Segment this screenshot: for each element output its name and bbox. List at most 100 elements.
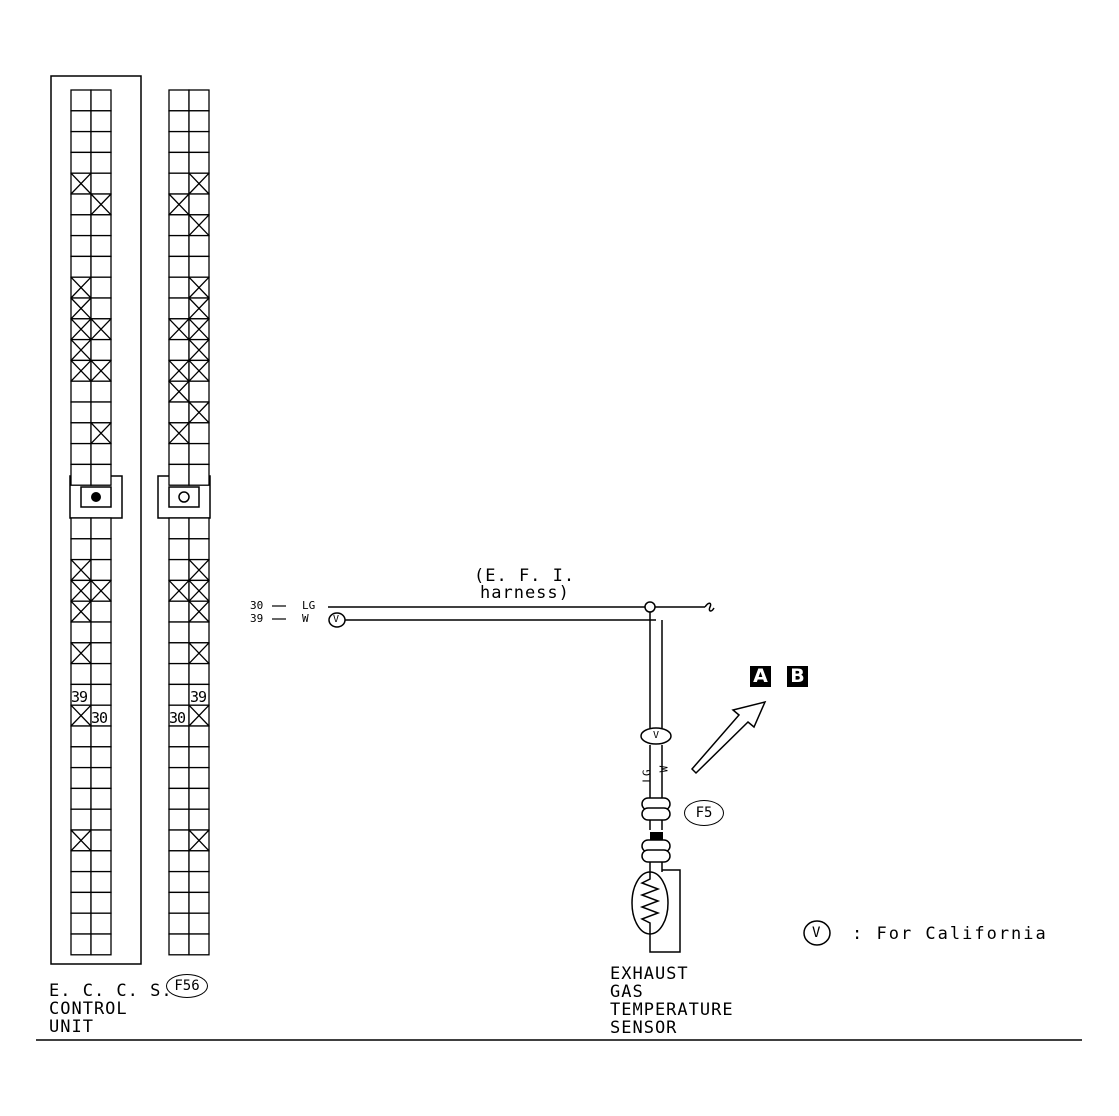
eccs-pin-cell — [70, 255, 92, 278]
eccs-pin-cell — [90, 234, 112, 258]
fs56-pin-cell — [168, 172, 190, 195]
fs56-pin-cell — [168, 683, 190, 706]
sensor-name-line-1: EXHAUST — [610, 964, 689, 984]
fs56-pin-cell — [188, 891, 210, 914]
fs56-pin-cell — [188, 110, 210, 133]
eccs-pin-unused-mark — [70, 704, 92, 727]
eccs-pin-cell — [90, 214, 112, 237]
eccs-pin-cell — [90, 297, 112, 320]
eccs-pin-cell — [90, 746, 112, 769]
sensor-name-label: EXHAUST GAS TEMPERATURE SENSOR — [610, 965, 734, 1037]
fs56-pin-cell — [168, 338, 190, 362]
eccs-pin-cell — [90, 130, 112, 154]
eccs-pin-unused-mark — [70, 579, 92, 602]
eccs-pin-cell — [90, 642, 112, 665]
fs56-pin-cell — [188, 808, 210, 831]
eccs-pin-cell — [70, 234, 92, 258]
fs56-pin-cell — [168, 442, 190, 466]
eccs-label-line-1: E. C. C. S. — [49, 981, 173, 1001]
eccs-pin-unused-mark — [70, 276, 92, 299]
fs56-pin-unused-mark — [188, 339, 210, 361]
eccs-pin-cell — [70, 517, 92, 540]
eccs-pin-cell — [70, 193, 92, 216]
fs56-pin-unused-mark — [188, 600, 210, 623]
fs56-pin-cell — [168, 850, 190, 873]
fs56-pin-39: 39 — [190, 688, 207, 706]
fs56-pin-cell — [188, 662, 210, 686]
eccs-pin-cell — [90, 725, 112, 748]
fs56-pin-unused-mark — [188, 214, 210, 237]
eccs-pin-unused-mark — [90, 193, 112, 216]
eccs-pin-cell — [90, 683, 112, 706]
fs56-pin-cell — [168, 517, 190, 540]
sensor-wire-color-w: W — [657, 765, 671, 773]
fs56-pin-cell — [168, 463, 190, 486]
reference-badge-a: A — [750, 666, 771, 687]
eccs-pin-cell — [70, 380, 92, 403]
fs56-pin-cell — [168, 829, 190, 852]
fs56-pin-cell — [188, 933, 210, 956]
california-mark-wire-39-text: V — [333, 614, 340, 625]
eccs-control-unit-label: E. C. C. S. CONTROL UNIT — [49, 982, 173, 1036]
fs56-pin-cell — [168, 912, 190, 935]
fs56-pin-cell — [168, 662, 190, 686]
eccs-housing — [50, 75, 142, 965]
fs56-pin-unused-mark — [188, 276, 210, 299]
fs56-pin-cell — [168, 214, 190, 237]
eccs-pin-unused-mark — [70, 318, 92, 341]
california-mark-wire-39 — [328, 612, 346, 628]
fs56-pin-cell — [168, 891, 190, 914]
eccs-pin-unused-mark — [70, 642, 92, 665]
eccs-pin-cell — [90, 151, 112, 174]
eccs-pin-cell — [90, 558, 112, 582]
eccs-pin-cell — [90, 89, 112, 112]
eccs-pin-cell — [90, 401, 112, 424]
fs56-pin-cell — [168, 766, 190, 790]
legend-california-symbol — [803, 920, 831, 946]
sensor-cap — [650, 832, 663, 841]
eccs-pin-cell — [70, 214, 92, 237]
fs56-pin-cell — [188, 130, 210, 154]
eccs-pin-cell — [70, 746, 92, 769]
sensor-wire-color-lg: LG — [640, 769, 654, 783]
fs56-pin-cell — [168, 558, 190, 582]
fs56-pin-cell — [188, 234, 210, 258]
sensor-name-line-3: TEMPERATURE — [610, 1000, 734, 1020]
fs56-pin-unused-mark — [188, 829, 210, 852]
fs56-pin-unused-mark — [168, 380, 190, 403]
eccs-pin-unused-mark — [90, 579, 112, 602]
eccs-pin-cell — [70, 725, 92, 748]
f5-connector-tag: F5 — [684, 800, 724, 826]
fs56-pin-cell — [168, 933, 190, 956]
eccs-pin-unused-mark — [70, 600, 92, 623]
fs56-pin-cell — [188, 746, 210, 769]
eccs-pin-cell — [90, 110, 112, 133]
fs56-pin-unused-mark — [188, 579, 210, 602]
fs56-pin-cell — [168, 621, 190, 644]
eccs-pin-unused-mark — [70, 339, 92, 361]
fs56-pin-cell — [168, 870, 190, 894]
fs56-pin-cell — [188, 517, 210, 540]
eccs-pin-cell — [90, 538, 112, 561]
fs56-pin-cell — [168, 110, 190, 133]
fs56-pin-cell — [188, 912, 210, 935]
fs56-pin-cell — [188, 422, 210, 445]
fs56-pin-unused-mark — [188, 359, 210, 382]
eccs-pin-cell — [70, 662, 92, 686]
fs56-pin-cell — [188, 538, 210, 561]
eccs-connector-grid — [70, 89, 112, 956]
eccs-pin-cell — [90, 912, 112, 935]
fs56-key-ring — [178, 491, 190, 503]
fs56-pin-cell — [188, 870, 210, 894]
eccs-pin-cell — [90, 933, 112, 956]
eccs-pin-cell — [90, 808, 112, 831]
fs56-pin-30: 30 — [169, 709, 186, 727]
eccs-pin-cell — [70, 850, 92, 873]
wire-30-number: 30 — [250, 599, 264, 612]
eccs-pin-cell — [90, 787, 112, 810]
fs56-pin-unused-mark — [188, 297, 210, 320]
eccs-pin-cell — [90, 662, 112, 686]
legend-text: : For California — [852, 924, 1048, 944]
fs56-pin-cell — [168, 642, 190, 665]
